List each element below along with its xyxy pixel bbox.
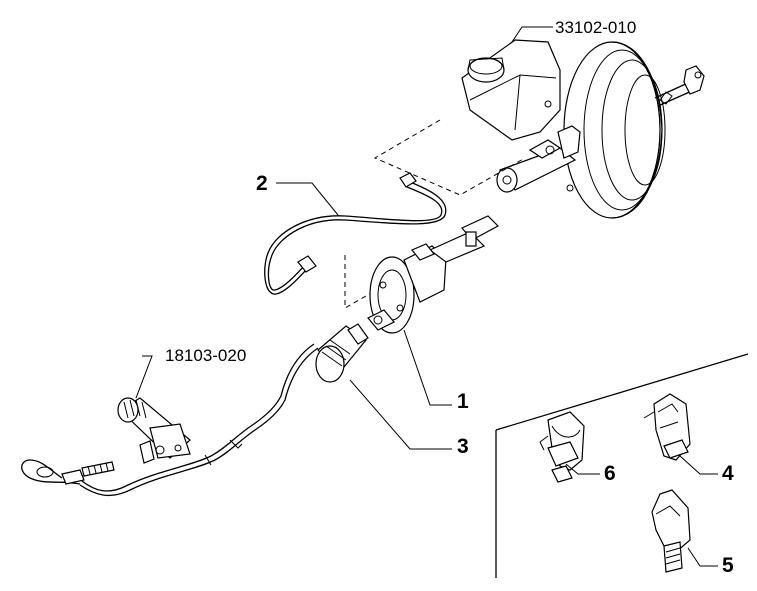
callout-number-4: 4 [722,462,734,485]
clip-part-4 [643,393,691,461]
slave-cylinder-assembly [117,397,191,464]
clips-panel [495,353,749,578]
callout-number-3: 3 [457,435,469,458]
callout-number-5: 5 [722,554,734,577]
brake-pipe-part-2 [264,172,447,295]
callout-number-6: 6 [604,462,616,485]
callout-number-2: 2 [256,172,268,195]
ref-slave-cylinder-label: 18103-020 [165,346,246,365]
brake-booster-assembly [373,39,705,219]
clutch-master-cylinder-part-1 [344,215,499,334]
callout-number-1: 1 [457,390,469,413]
clip-part-5 [651,489,691,573]
ref-booster-label: 33102-010 [555,18,636,37]
clutch-hose-part-3 [21,323,369,497]
leader-lines [135,26,718,567]
clip-part-6 [539,411,585,483]
